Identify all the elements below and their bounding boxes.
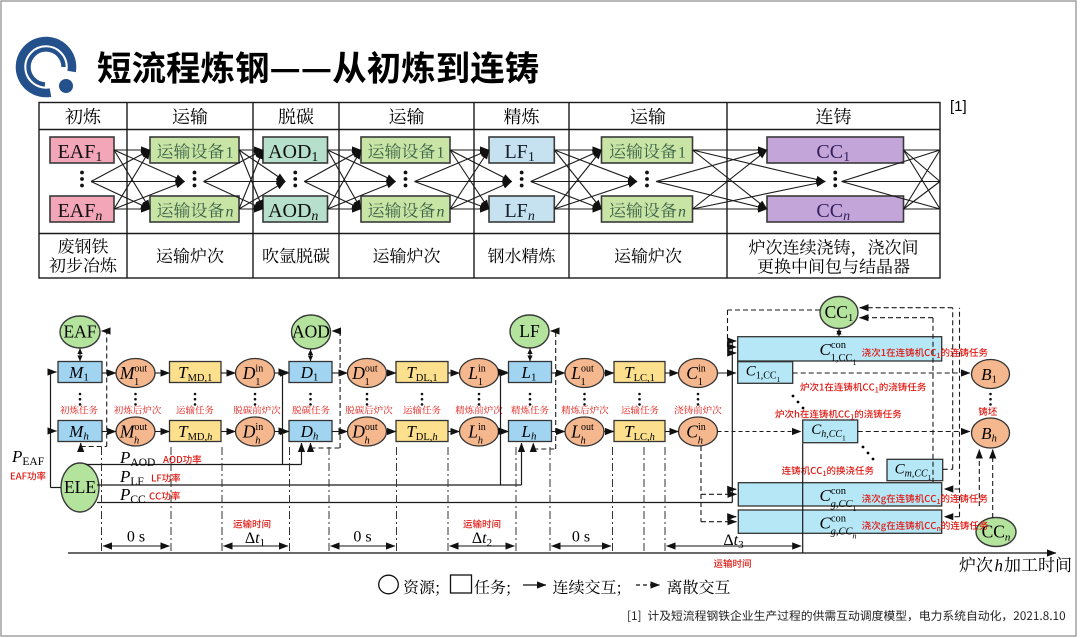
svg-text:n: n: [678, 204, 686, 221]
svg-text:EAF: EAF: [63, 322, 96, 342]
svg-text:AODn: AODn: [268, 200, 318, 224]
svg-text:CCn: CCn: [982, 522, 1011, 544]
svg-text:Bh: Bh: [981, 424, 997, 445]
svg-text:EAF1: EAF1: [58, 141, 103, 165]
svg-text:TDL,1: TDL,1: [406, 363, 437, 384]
svg-text:EAFn: EAFn: [58, 200, 103, 224]
svg-text:L1: L1: [521, 363, 537, 384]
svg-text:M1: M1: [68, 363, 89, 384]
svg-text:AOD1: AOD1: [268, 141, 318, 165]
svg-text:CC1: CC1: [825, 302, 854, 324]
svg-text:D1: D1: [300, 363, 319, 384]
svg-text:PCC: PCC: [119, 485, 146, 506]
svg-text:n: n: [437, 204, 445, 221]
svg-text:1: 1: [437, 145, 445, 162]
svg-text:0 s: 0 s: [127, 529, 145, 546]
svg-text:Ch,CC1: Ch,CC1: [811, 422, 846, 443]
svg-text:1: 1: [226, 145, 234, 162]
svg-text:TLC,h: TLC,h: [624, 422, 655, 443]
svg-text:0 s: 0 s: [353, 529, 371, 546]
svg-text:AOD: AOD: [292, 322, 330, 342]
svg-text:n: n: [226, 204, 234, 221]
svg-text:C1,CC1: C1,CC1: [746, 364, 781, 385]
svg-text:1: 1: [678, 145, 686, 162]
svg-text:h: h: [995, 556, 1004, 575]
svg-text:B1: B1: [981, 365, 997, 386]
svg-text:[1]: [1]: [950, 98, 967, 115]
svg-text:Mh: Mh: [68, 422, 89, 443]
svg-text:TMD,h: TMD,h: [178, 422, 212, 443]
svg-text:ELE: ELE: [64, 477, 96, 497]
svg-text:LF: LF: [519, 321, 540, 341]
svg-text:TMD,1: TMD,1: [178, 363, 212, 384]
svg-text:PEAF: PEAF: [11, 447, 44, 468]
svg-text:PLF: PLF: [119, 467, 144, 488]
svg-text:Cm,CC1: Cm,CC1: [895, 462, 932, 483]
svg-text:Dh: Dh: [300, 422, 319, 443]
svg-text:TLC,1: TLC,1: [624, 363, 655, 384]
svg-text:0 s: 0 s: [572, 529, 590, 546]
svg-text:TDL,h: TDL,h: [406, 422, 437, 443]
svg-text:PAOD: PAOD: [119, 448, 155, 469]
svg-text:Lh: Lh: [521, 422, 537, 443]
